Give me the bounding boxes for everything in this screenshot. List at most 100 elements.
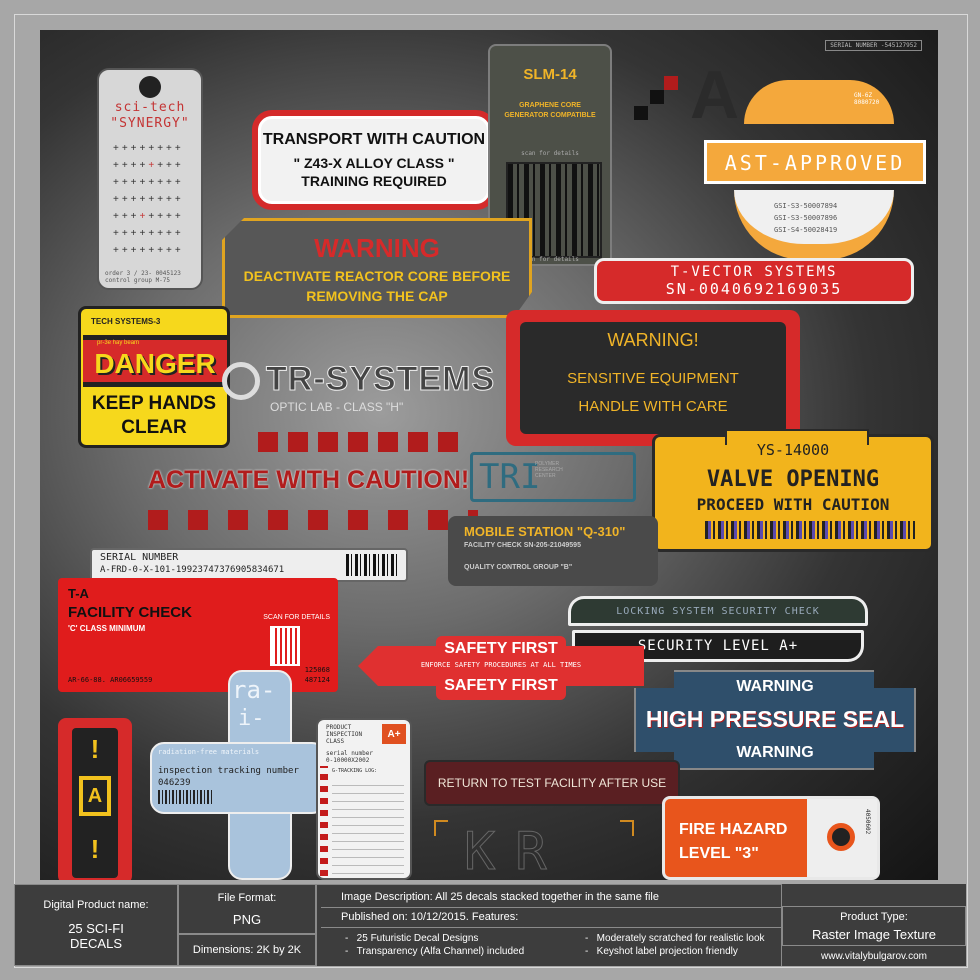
trsystems-subtitle: OPTIC LAB - CLASS "H": [270, 400, 404, 414]
ast-code: GN-6Z 8080720: [854, 92, 880, 106]
kr-text: KR: [464, 822, 567, 881]
tvector-line1: T-VECTOR SYSTEMS: [670, 264, 838, 280]
hp-top: WARNING: [736, 678, 814, 695]
exclaim-mark-1: !: [90, 734, 100, 764]
footer-website-cell: www.vitalybulgarov.com: [782, 946, 966, 966]
footer-feature-1: - 25 Futuristic Decal Designs: [345, 933, 479, 944]
footer-type-value: Raster Image Texture: [811, 926, 937, 942]
facility-qr: [270, 626, 300, 666]
facility-num2: 487124: [304, 676, 330, 684]
inspection-track: G-TRACKING LOG:: [332, 768, 378, 774]
footer-divider: [321, 927, 781, 928]
footer-feature-4: - Keyshot label projection friendly: [585, 946, 738, 957]
serial-label: SERIAL NUMBER: [100, 552, 179, 563]
plus-grid: ++++++++ ++++++++ ++++++++ ++++++++ ++++…: [113, 143, 184, 256]
ast-band: [704, 140, 926, 184]
scitech-footer: order 3 / 23- 0045123 control group M-75: [105, 270, 181, 284]
footer-type-label: Product Type:: [840, 910, 908, 923]
safety-line1: SAFETY FIRST: [444, 640, 558, 657]
rad-num: 046239: [158, 778, 191, 788]
facility-title: FACILITY CHECK: [68, 604, 192, 621]
facility-sub: 'C' CLASS MINIMUM: [68, 624, 146, 633]
serial-number-decal: SERIAL NUMBER A-FRD-0-X-101-199237473769…: [90, 548, 408, 582]
scitech-subtitle: "SYNERGY": [110, 116, 190, 131]
return-facility-decal: RETURN TO TEST FACILITY AFTER USE: [424, 760, 680, 806]
danger-small: pr-3e hay beam: [97, 340, 140, 346]
footer-format-value: PNG: [232, 911, 262, 927]
tri-logo: TRI POLYMER RESEARCH CENTER: [470, 452, 636, 502]
radiation-cross-decal: ra- i- radiation-free materials inspecti…: [150, 670, 326, 880]
danger-line2: CLEAR: [121, 417, 187, 438]
valve-line1: VALVE OPENING: [706, 467, 880, 492]
hp-mid: HIGH PRESSURE SEAL: [645, 706, 905, 732]
kr-bracket-right: [620, 820, 634, 836]
return-text: RETURN TO TEST FACILITY AFTER USE: [437, 776, 667, 790]
locking-line1: LOCKING SYSTEM SECURITY CHECK: [568, 596, 868, 626]
scitech-title: sci-tech: [114, 100, 186, 115]
tvector-line2: SN-0040692169035: [665, 280, 843, 298]
transport-caution-decal: TRANSPORT WITH CAUTION " Z43-X ALLOY CLA…: [252, 110, 496, 210]
valve-top: YS-14000: [756, 441, 830, 459]
inspection-stripe: [320, 766, 328, 876]
warning-reactor-decal: WARNING DEACTIVATE REACTOR CORE BEFORE R…: [222, 218, 532, 318]
inspection-lines: [332, 778, 404, 874]
slm-scan-top: scan for details: [521, 150, 579, 157]
rad-small: radiation-free materials: [158, 748, 260, 756]
danger-banner: pr-3e hay beam DANGER: [83, 335, 227, 387]
ast-serial: SERIAL NUMBER -545127952: [825, 40, 922, 51]
activate-squares-bottom: [148, 510, 478, 530]
rad-barcode: [158, 790, 212, 804]
transport-line2: " Z43-X ALLOY CLASS ": [293, 155, 455, 171]
feature-text: Moderately scratched for realistic look: [596, 933, 765, 944]
tag-hole: [139, 76, 161, 98]
trsystems-title: TR-SYSTEMS: [265, 360, 496, 399]
rad-big2: i-: [238, 706, 265, 731]
footer-name-value: 25 SCI-FI DECALS: [68, 921, 124, 951]
product-inspection-decal: PRODUCT INSPECTION CLASS A+ serial numbe…: [316, 718, 412, 880]
footer-desc-cell: Image Description: All 25 decals stacked…: [316, 884, 782, 966]
footer-divider: [321, 907, 781, 908]
fire-hole: [827, 823, 855, 851]
exclaim-mark-2: !: [90, 834, 100, 864]
ast-title: AST-APPROVED: [724, 151, 906, 175]
transport-line3: TRAINING REQUIRED: [301, 173, 447, 189]
high-pressure-decal: WARNING HIGH PRESSURE SEAL WARNING: [634, 670, 916, 770]
footer-description: Image Description: All 25 decals stacked…: [341, 891, 659, 903]
footer-website[interactable]: www.vitalybulgarov.com: [821, 950, 927, 962]
scitech-tag: sci-tech "SYNERGY" ++++++++ ++++++++ +++…: [97, 68, 203, 290]
valve-top-tab: [725, 429, 869, 445]
slm-line1: GRAPHENE CORE: [519, 102, 581, 109]
fire-line1: FIRE HAZARD: [679, 821, 788, 838]
ast-code-1: GSI-S3-50007894: [774, 202, 838, 210]
footer-feature-2: - Transparency (Alfa Channel) included: [345, 946, 525, 957]
sensitive-warning-decal: WARNING! SENSITIVE EQUIPMENT HANDLE WITH…: [506, 310, 800, 446]
valve-barcode: [705, 521, 915, 539]
hp-bottom: WARNING: [736, 744, 814, 761]
ast-bottom: [734, 190, 894, 260]
danger-line1: KEEP HANDS: [91, 393, 217, 414]
ast-top-cap: [744, 80, 894, 124]
danger-top: TECH SYSTEMS-3: [91, 317, 161, 326]
inspection-grade: A+: [382, 724, 406, 744]
exclaim-a-decal: ! A !: [58, 718, 132, 880]
fire-hazard-decal: FIRE HAZARD LEVEL "3" 4050602: [662, 796, 880, 880]
outer-frame: [14, 14, 968, 968]
feature-text: Transparency (Alfa Channel) included: [356, 946, 525, 957]
facility-code: T-A: [68, 586, 89, 601]
facility-check-decal: T-A FACILITY CHECK 'C' CLASS MINIMUM SCA…: [58, 578, 338, 692]
valve-opening-decal: YS-14000 VALVE OPENING PROCEED WITH CAUT…: [652, 429, 934, 552]
feature-text: Keyshot label projection friendly: [596, 946, 738, 957]
mobile-title: MOBILE STATION "Q-310": [464, 524, 626, 539]
footer-feature-3: - Moderately scratched for realistic loo…: [585, 933, 765, 944]
activate-caution-decal: ACTIVATE WITH CAUTION!: [148, 432, 478, 538]
inspection-top: PRODUCT INSPECTION CLASS: [326, 724, 363, 745]
tvector-decal: T-VECTOR SYSTEMS SN-0040692169035: [594, 258, 914, 304]
reactor-line1: DEACTIVATE REACTOR CORE BEFORE: [243, 267, 511, 284]
footer-dims-cell: Dimensions: 2K by 2K: [178, 934, 316, 966]
safety-first-decal: SAFETY FIRST ENFORCE SAFETY PROCEDURES A…: [358, 636, 644, 700]
valve-line2: PROCEED WITH CAUTION: [696, 495, 890, 514]
logo-square: [664, 76, 678, 90]
trsystems-circle: [222, 362, 260, 400]
reactor-line2: REMOVING THE CAP: [306, 287, 448, 304]
safety-mid: ENFORCE SAFETY PROCEDURES AT ALL TIMES: [420, 661, 582, 669]
